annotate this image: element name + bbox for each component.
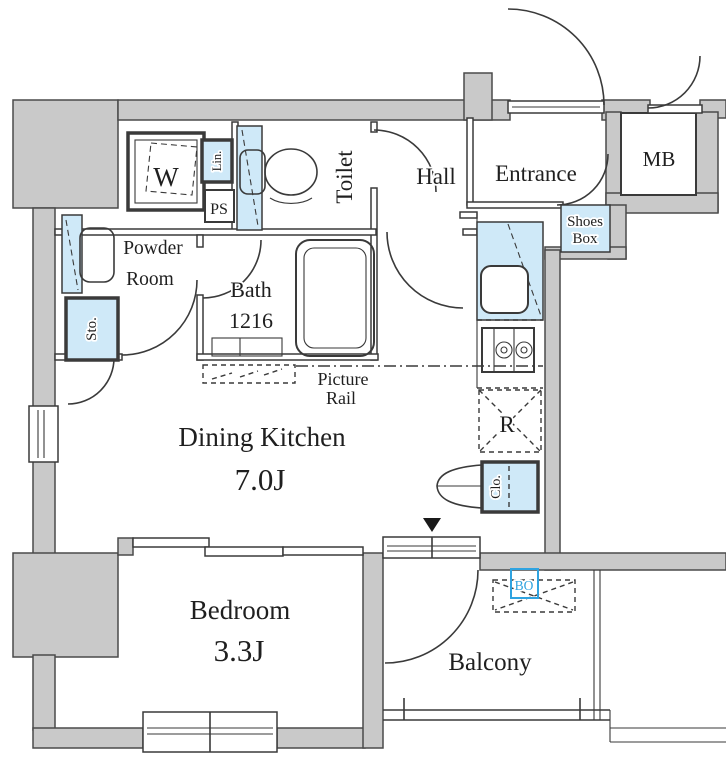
toilet-counter-dash — [241, 129, 259, 227]
entrance-door-arc — [507, 8, 605, 106]
picture-rail-symbol — [202, 364, 543, 384]
label-shoes-box-1: Shoes — [567, 214, 603, 230]
bath-door-arc — [202, 239, 262, 299]
label-entrance: Entrance — [495, 161, 577, 186]
wall-left-mid — [32, 459, 56, 556]
linen-cabinet — [200, 138, 234, 184]
wall-kitchen-top-stub — [459, 211, 478, 219]
meter-box-room — [620, 112, 697, 196]
balcony-railing — [383, 570, 726, 743]
powder-counter-dash — [65, 219, 79, 291]
closet — [480, 460, 540, 514]
label-balcony-outlet: BO — [515, 578, 534, 593]
wall-partition-end — [117, 537, 134, 556]
wall-left-block — [12, 552, 119, 658]
wall-bottom-left — [32, 727, 144, 749]
toilet-base — [269, 197, 313, 204]
label-pipe-space: PS — [210, 201, 228, 218]
wall-entrance-bottom — [466, 201, 564, 209]
wall-hall-pillar — [463, 72, 493, 121]
label-closet: Clo. — [489, 475, 504, 499]
hall-dk-door-arc — [386, 231, 464, 309]
balcony-sliding-door — [382, 536, 481, 559]
label-hall: Hall — [416, 164, 456, 189]
entrance-door-leaf — [507, 100, 605, 114]
label-toilet: Toilet — [332, 150, 357, 204]
label-bath-size: 1216 — [229, 308, 273, 333]
label-bedroom-size: 3.3J — [214, 633, 265, 668]
bathtub — [295, 239, 375, 357]
label-dining-kitchen-size: 7.0J — [235, 462, 286, 497]
kitchen-counter-dash — [507, 223, 542, 317]
fixtures — [61, 125, 726, 743]
label-linen: Lin. — [210, 151, 224, 171]
toilet-bowl — [264, 148, 318, 196]
label-shoes-box-2: Box — [572, 231, 598, 247]
label-bedroom: Bedroom — [190, 595, 291, 625]
mb-door-arc — [647, 55, 701, 109]
kitchen-sink — [480, 265, 529, 314]
counter-dashed-edges — [477, 319, 543, 389]
wall-powder-bath-bottom — [196, 294, 204, 361]
label-meter-box: MB — [643, 147, 676, 171]
label-picture-rail-2: Rail — [326, 388, 356, 408]
entrance-hall-door-arc — [556, 153, 609, 206]
balcony-door-arc — [384, 569, 479, 664]
wall-kitchen-right — [544, 249, 561, 571]
label-washing-machine: W — [153, 162, 179, 192]
label-dining-kitchen: Dining Kitchen — [178, 422, 346, 452]
exterior-walls — [12, 72, 726, 749]
door-arcs — [67, 8, 701, 664]
label-bath: Bath — [230, 277, 272, 302]
bath-counter — [211, 337, 283, 357]
wall-dk-door-stub — [462, 228, 478, 236]
toilet-door-arc — [373, 129, 437, 193]
gas-stove — [481, 327, 535, 373]
orientation-triangle — [423, 518, 441, 532]
wall-toilet-right-top — [370, 121, 378, 133]
wall-top-left-block — [12, 99, 119, 209]
storage-door-arc — [67, 357, 115, 405]
windows — [28, 100, 703, 753]
label-powder-room-2: Room — [126, 269, 174, 290]
wall-top-band — [117, 99, 511, 121]
powder-room-door-arc — [121, 279, 198, 356]
window-bedroom-south — [142, 711, 278, 753]
wall-left-upper — [32, 207, 56, 409]
storage-box — [64, 296, 120, 362]
wash-basin — [79, 227, 115, 283]
window-left-wall — [28, 405, 59, 463]
label-storage: Sto. — [84, 317, 100, 341]
toilet-counter — [236, 125, 263, 231]
balcony-outlet-box — [510, 568, 539, 599]
shoes-box — [560, 204, 611, 253]
wall-bath-bottom — [196, 353, 379, 361]
wall-hall-entrance — [466, 117, 474, 206]
labels: Toilet Hall Entrance MB Shoes Box W Lin.… — [82, 145, 677, 678]
wall-bottom-mid — [276, 727, 366, 749]
wall-left-lower — [32, 654, 56, 731]
wall-upper-row-bottom — [54, 228, 377, 236]
pipe-space — [204, 189, 235, 223]
label-powder-room-1: Powder — [123, 238, 183, 259]
ac-outdoor-unit — [492, 579, 576, 613]
label-refrigerator: R — [499, 412, 515, 437]
label-balcony: Balcony — [448, 649, 532, 676]
mb-door-leaf — [647, 104, 703, 114]
wall-balcony-top — [479, 552, 726, 571]
wall-bedroom-balcony-divider — [362, 552, 384, 749]
refrigerator-space — [478, 389, 542, 453]
wall-powder-bath-top — [196, 234, 204, 248]
label-picture-rail-1: Picture — [318, 369, 369, 389]
partition-dk-bedroom — [132, 537, 364, 557]
